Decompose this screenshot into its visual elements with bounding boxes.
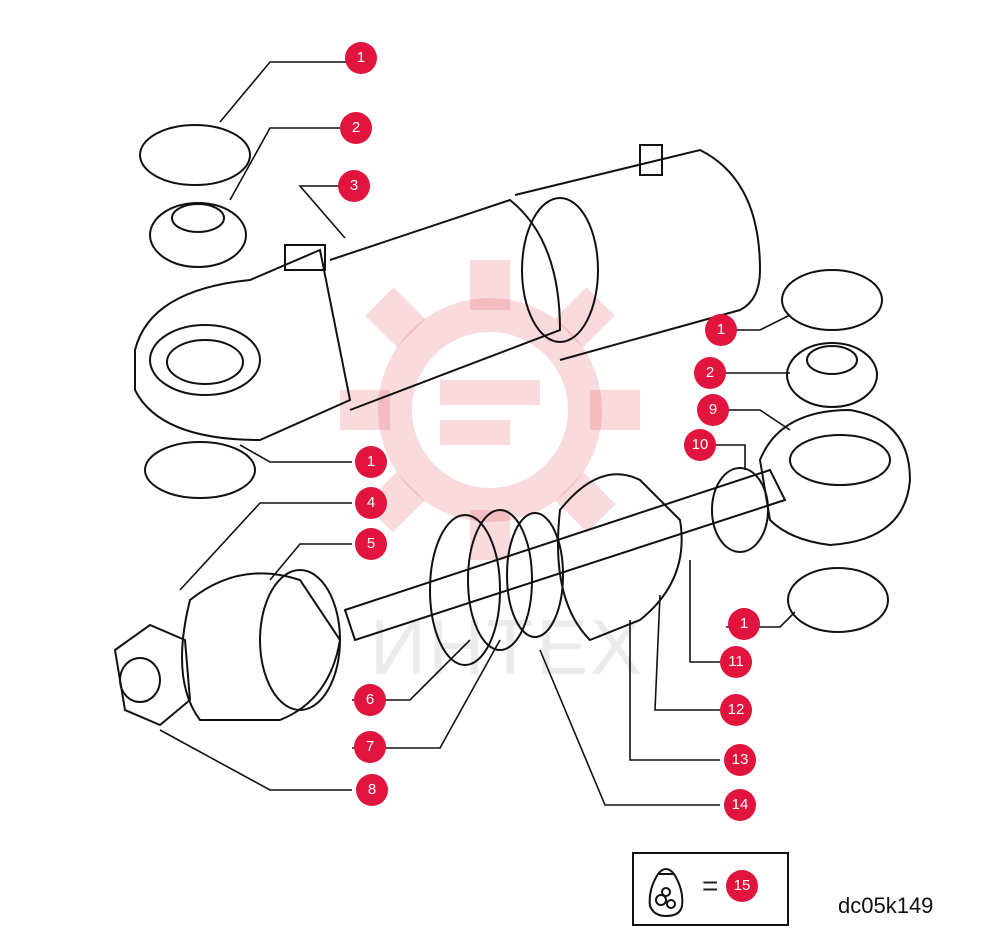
callout-1-snap-ring-lower[interactable]: 1 [355, 446, 387, 478]
piston [557, 473, 683, 642]
watermark-gear-logo [340, 260, 640, 560]
gland-seal [259, 569, 341, 711]
cylinder-eye-end [134, 248, 352, 442]
piston-ring-b [467, 509, 533, 651]
callout-6[interactable]: 6 [354, 684, 386, 716]
callout-10-rod-seal[interactable]: 10 [684, 429, 716, 461]
drawing-code: dc05k149 [838, 893, 934, 918]
cylinder-barrel [329, 198, 562, 411]
callout-11[interactable]: 11 [720, 646, 752, 678]
snap-ring-right-lower [787, 567, 889, 633]
callout-12[interactable]: 12 [720, 694, 752, 726]
callout-2-bushing[interactable]: 2 [340, 112, 372, 144]
callout-7[interactable]: 7 [354, 731, 386, 763]
rod-seal [711, 467, 769, 553]
callout-15-seal-kit[interactable]: 15 [726, 870, 758, 902]
callout-13[interactable]: 13 [724, 744, 756, 776]
callout-1-snap-ring-right-lower[interactable]: 1 [728, 608, 760, 640]
nut [113, 623, 192, 727]
callout-1-snap-ring[interactable]: 1 [345, 42, 377, 74]
bushing-top-left [149, 202, 247, 268]
seal-kit-legend: = 15 [632, 852, 789, 926]
rod-eye [758, 408, 912, 547]
piston-ring-c [506, 512, 564, 638]
callout-4-gland[interactable]: 4 [355, 487, 387, 519]
legend-equals: = [702, 870, 719, 901]
callout-5-gland-seal[interactable]: 5 [355, 528, 387, 560]
callout-8-nut[interactable]: 8 [356, 774, 388, 806]
callout-1-snap-ring-right[interactable]: 1 [705, 314, 737, 346]
snap-ring-top-left [139, 124, 251, 186]
callout-2-bushing-right[interactable]: 2 [694, 357, 726, 389]
piston-ring-a [429, 514, 501, 666]
piston-rod [343, 468, 787, 642]
gland [181, 572, 342, 721]
snap-ring-lower-left [144, 441, 256, 499]
callout-14[interactable]: 14 [724, 789, 756, 821]
snap-ring-right-top [781, 269, 883, 331]
callout-3-cylinder[interactable]: 3 [338, 170, 370, 202]
bushing-right [786, 342, 878, 408]
watermark-text: ИНТЕХ [370, 603, 645, 691]
callout-9-rod-eye[interactable]: 9 [697, 394, 729, 426]
seal-kit-bag-icon [648, 868, 684, 918]
